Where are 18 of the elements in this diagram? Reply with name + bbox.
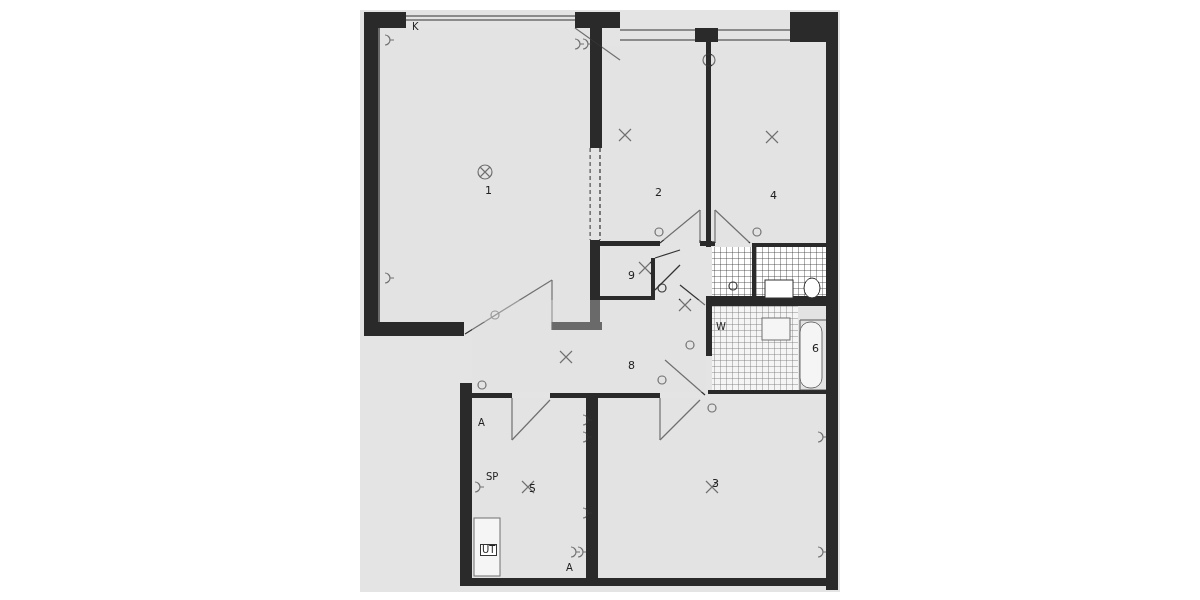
symbol-label: UT xyxy=(480,544,498,556)
symbol-label: A xyxy=(566,563,573,573)
room-area xyxy=(712,306,826,390)
room-number: 8 xyxy=(628,360,635,371)
room-number: 4 xyxy=(770,190,777,201)
symbol-label: W xyxy=(716,322,726,332)
room-number: 5 xyxy=(529,483,536,494)
room-number: 1 xyxy=(485,185,492,196)
room-area xyxy=(378,28,590,322)
room-area xyxy=(472,398,586,578)
symbol-label: SP xyxy=(486,472,499,482)
room-number: 2 xyxy=(655,187,662,198)
symbol-label: K xyxy=(412,22,419,32)
room-number: 6 xyxy=(812,343,819,354)
room-number: 9 xyxy=(628,270,635,281)
room-number: 3 xyxy=(712,478,719,489)
symbol-label: A xyxy=(478,418,485,428)
room-area xyxy=(602,46,706,240)
